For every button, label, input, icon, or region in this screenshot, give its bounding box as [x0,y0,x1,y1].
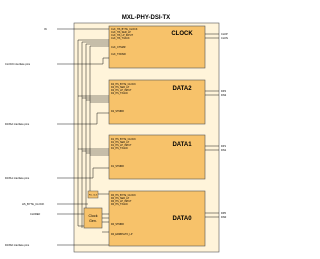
clock-signal: CLK_HS_BYTE_CLOCK [111,28,138,31]
diagram-title: MXL-PHY-DSI-TX [122,15,170,21]
clock-signal: CLK_HS_SER_LP [111,31,131,34]
input-label-data2-pins: DATA2 interface pins [5,122,30,126]
data0-signal: D0_ERRRSLTO_LP [111,233,133,236]
clock-block [108,25,206,69]
data0-signal: D0_HS_SER_LP [111,197,130,200]
input-label-clkref: CLKREF [30,212,41,216]
pll-clk-block [87,190,99,199]
data0-signal: D0_HS_LP_INPUT [111,200,132,203]
clock-signal: CLK_HS_TXACK [111,37,130,40]
data0-block [108,190,206,247]
data1-signal: D1_HS_TXACK [111,147,128,150]
signal-labels: CLK_HS_BYTE_CLOCK CLK_HS_SER_LP CLK_HS_L… [111,28,138,236]
data1-signal: D1_HS_LP_INPUT [111,144,132,147]
input-labels: IN CLOCK interface pins DATA2 interface … [5,27,47,247]
data0-signal: D0_HS_TXACK [111,203,128,206]
output-labels: CLKP CLKN DP2 DN2 DP1 DN1 DP0 DN0 [221,32,228,219]
data1-signal: D1_HS_BYTE_CLOCK [111,138,136,141]
data2-signal: D2_HS_LP_INPUT [111,89,132,92]
clock-gen-label-2: Gen. [89,219,97,223]
data2-block-name: DATA2 [172,86,192,92]
data0-block-name: DATA0 [172,216,192,222]
data1-block-name: DATA1 [172,142,192,148]
input-label-clock-pins: CLOCK interface pins [5,62,31,66]
output-label: DP0 [221,211,227,215]
clock-block-name: CLOCK [171,31,193,37]
data0-signal: D0_HS_BYTE_CLOCK [111,194,136,197]
data2-signal: D2_HS_BYTE_CLOCK [111,83,136,86]
dsi-tx-block-diagram: MXL-PHY-DSI-TX CLOCK DATA2 DATA1 DATA0 C… [5,15,228,253]
output-label: DP1 [221,144,227,148]
output-label: CLKN [221,36,228,40]
data2-signal: D2_HS_TXACK [111,92,128,95]
data2-signal: D2_STMRR [111,110,124,113]
clock-gen-block [83,207,103,229]
data1-signal: D1_HS_SER_LP [111,141,130,144]
output-label: DP2 [221,89,227,93]
data0-signal: D0_STMRR [111,223,124,226]
clock-signal: CLK_HS_LP_INPUT [111,34,134,37]
clock-signal: CLK_TXDISR [111,53,126,56]
output-label: DN2 [221,93,227,97]
output-label: CLKP [221,32,228,36]
connection-lines [57,28,219,246]
data1-block [108,134,206,180]
clock-signal: CLK_CTSMR [111,46,126,49]
input-label-data1-pins: DATA1 interface pins [5,176,30,180]
data1-signal: D1_STMRR [111,165,124,168]
input-label-data0-pins: DATA0 interface pins [5,243,30,247]
pll-clk-label: PLL CLK [89,195,98,197]
output-label: DN1 [221,148,227,152]
output-label: DN0 [221,215,227,219]
data2-signal: D2_HS_SER_LP [111,86,130,89]
input-label-in: IN [44,27,47,31]
clock-gen-label-1: Clock [89,214,98,218]
data2-block [108,79,206,125]
input-label-byte-clock: HS_BYTE_CLOCK [22,202,44,206]
